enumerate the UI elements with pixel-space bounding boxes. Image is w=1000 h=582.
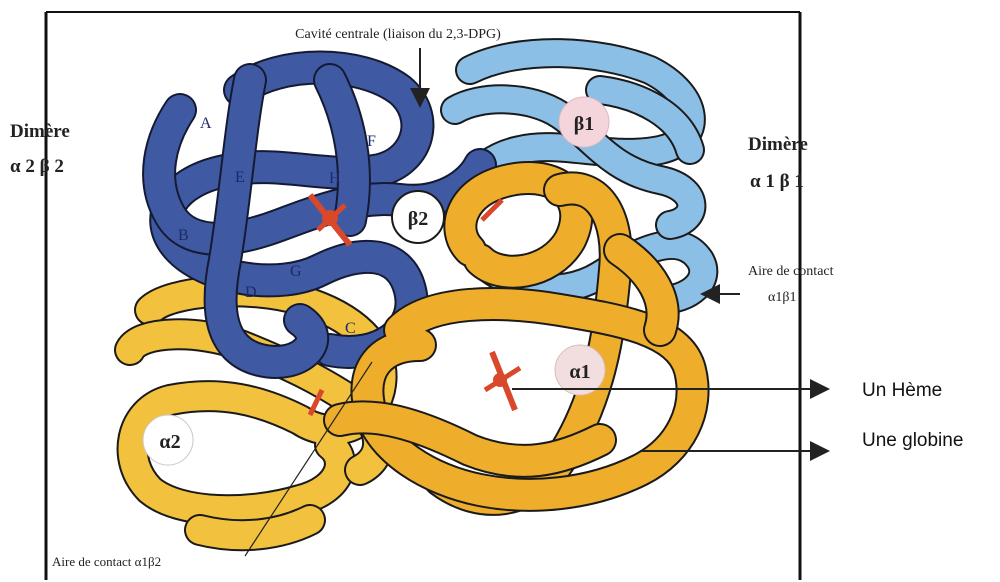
dimer-right-subtitle: α 1 β 1 [750,171,804,192]
contact-a1b1-label-line2: α1β1 [768,290,796,305]
helix-a-label: A [200,115,212,132]
helix-g-label: G [290,263,302,280]
helix-d-label: D [245,284,257,301]
dimer-right-title: Dimère [748,134,808,155]
heme-alpha1 [485,352,520,410]
alpha1-label: α1 [569,361,590,383]
dimer-left-subtitle: α 2 β 2 [10,156,64,177]
dimer-left-title: Dimère [10,121,70,142]
helix-c-label: C [345,320,356,337]
helix-h-label: H [329,170,341,187]
helix-f-label: F [367,133,376,150]
central-cavity-label: Cavité centrale (liaison du 2,3-DPG) [295,27,501,42]
heme-label: Un Hème [862,380,942,401]
alpha2-label: α2 [159,431,180,453]
contact-a1b1-label-line1: Aire de contact [748,264,834,279]
beta1-label: β1 [574,113,595,135]
helix-e-label: E [235,169,245,186]
beta2-label: β2 [408,208,429,230]
globin-label: Une globine [862,430,963,451]
contact-a1b2-label: Aire de contact α1β2 [52,554,161,569]
helix-b-label: B [178,227,189,244]
